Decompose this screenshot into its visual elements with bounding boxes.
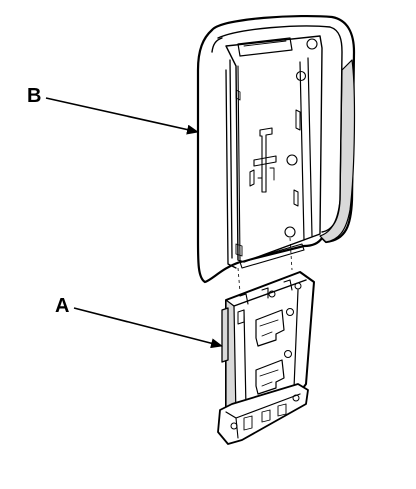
callout-a-leader-arrow (73, 307, 223, 349)
upper-shell-part-b (196, 14, 356, 284)
lower-bracket-part-a (217, 271, 315, 445)
callout-label-a: A (55, 295, 70, 317)
alignment-lines (237, 237, 293, 293)
callout-label-b: B (27, 85, 42, 107)
callout-b-leader-arrow (45, 97, 199, 135)
